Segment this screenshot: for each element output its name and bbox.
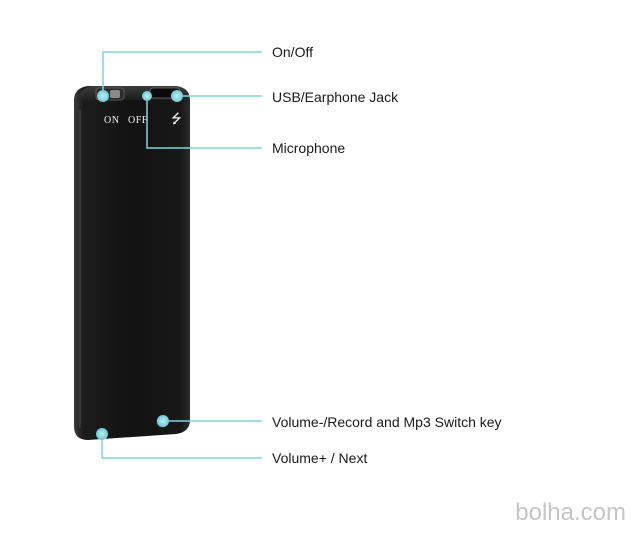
callout-dot-vol-plus: [96, 428, 108, 440]
callout-line-on-off: [102, 51, 262, 96]
device-off-label: OFF: [128, 115, 148, 126]
voice-recorder-device: ON OFF ⭍: [74, 86, 190, 440]
label-volume-minus-record: Volume-/Record and Mp3 Switch key: [272, 414, 502, 430]
device-on-label: ON: [104, 115, 119, 126]
callout-dots: [96, 90, 183, 440]
label-on-off: On/Off: [272, 44, 313, 60]
label-volume-plus-next: Volume+ / Next: [272, 450, 368, 466]
callout-lines: [101, 51, 262, 459]
watermark: bolha.com: [515, 499, 626, 526]
usb-icon: ⭍: [171, 112, 182, 127]
callout-dot-on-off: [97, 90, 109, 102]
device-body: [74, 86, 190, 440]
callout-dot-usb: [171, 90, 183, 102]
callout-line-microphone: [146, 96, 262, 149]
callout-line-vol-plus: [101, 436, 262, 459]
label-microphone: Microphone: [272, 140, 346, 156]
callout-dot-vol-minus: [157, 415, 169, 427]
power-switch-knob: [110, 90, 120, 98]
label-usb-earphone-jack: USB/Earphone Jack: [272, 89, 399, 105]
callout-dot-microphone: [142, 91, 152, 101]
